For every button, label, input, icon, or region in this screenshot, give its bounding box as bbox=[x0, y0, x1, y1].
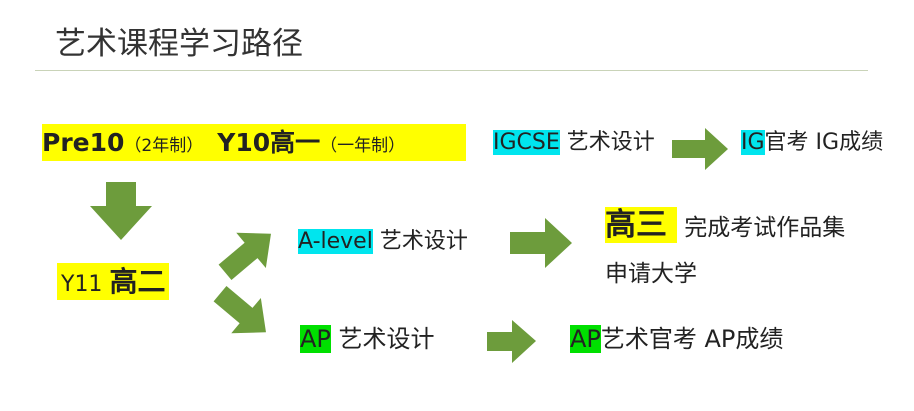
y10-label: Y10高一 bbox=[217, 128, 321, 157]
ap-tag-2: AP bbox=[570, 325, 601, 353]
senior-grade: 高三 bbox=[605, 207, 677, 243]
ig-result-label: 官考 IG成绩 bbox=[764, 130, 884, 155]
senior-task: 高三 完成考试作品集 bbox=[605, 205, 845, 248]
pre10-y10-box: Pre10（2年制） Y10高一（一年制） bbox=[42, 124, 466, 161]
arrow-right-icon bbox=[510, 218, 572, 268]
arrow-down-right-icon bbox=[213, 286, 266, 334]
ap-result: AP艺术官考 AP成绩 bbox=[570, 322, 783, 356]
y11-prefix: Y11 bbox=[61, 272, 110, 297]
arrow-down-icon bbox=[90, 182, 152, 240]
igcse-course-label: 艺术设计 bbox=[559, 130, 655, 155]
alevel-course: A-level 艺术设计 bbox=[298, 225, 468, 259]
igcse-course: IGCSE 艺术设计 bbox=[493, 126, 655, 160]
alevel-tag: A-level bbox=[298, 229, 373, 254]
pre10-note: （2年制） bbox=[124, 136, 204, 156]
ig-tag: IG bbox=[741, 130, 765, 155]
arrow-right-icon bbox=[487, 320, 536, 363]
ap-course-label: 艺术设计 bbox=[330, 325, 435, 353]
arrow-right-icon bbox=[672, 128, 728, 170]
arrow-up-right-icon bbox=[218, 232, 271, 280]
ap-course: AP 艺术设计 bbox=[300, 322, 435, 356]
senior-task-label: 完成考试作品集 bbox=[677, 215, 846, 241]
ig-result: IG官考 IG成绩 bbox=[741, 126, 883, 160]
title-divider bbox=[35, 70, 868, 71]
igcse-tag: IGCSE bbox=[493, 130, 560, 155]
y10-note: （一年制） bbox=[320, 136, 406, 156]
pre10-label: Pre10 bbox=[42, 128, 125, 157]
alevel-course-label: 艺术设计 bbox=[372, 229, 468, 254]
ap-result-label: 艺术官考 AP成绩 bbox=[600, 325, 784, 353]
y11-box: Y11 高二 bbox=[57, 263, 170, 300]
page-title: 艺术课程学习路径 bbox=[55, 26, 303, 62]
y11-grade: 高二 bbox=[109, 265, 166, 298]
apply-university: 申请大学 bbox=[605, 261, 697, 287]
ap-tag: AP bbox=[300, 325, 331, 353]
